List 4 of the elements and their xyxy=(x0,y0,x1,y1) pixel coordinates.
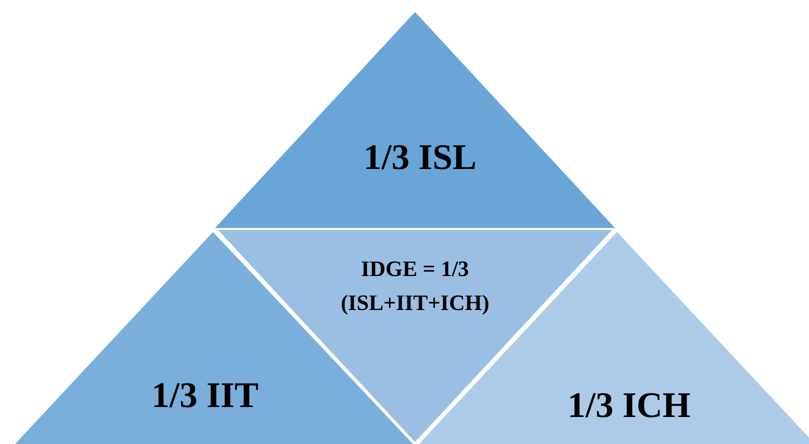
triangle-label: 1/3 ISL xyxy=(362,136,478,179)
triangle-label: IDGE = 1/3 (ISL+IIT+ICH) xyxy=(340,255,490,317)
triangle-label: 1/3 ICH xyxy=(566,384,692,427)
triangle-label: 1/3 IIT xyxy=(150,374,260,417)
